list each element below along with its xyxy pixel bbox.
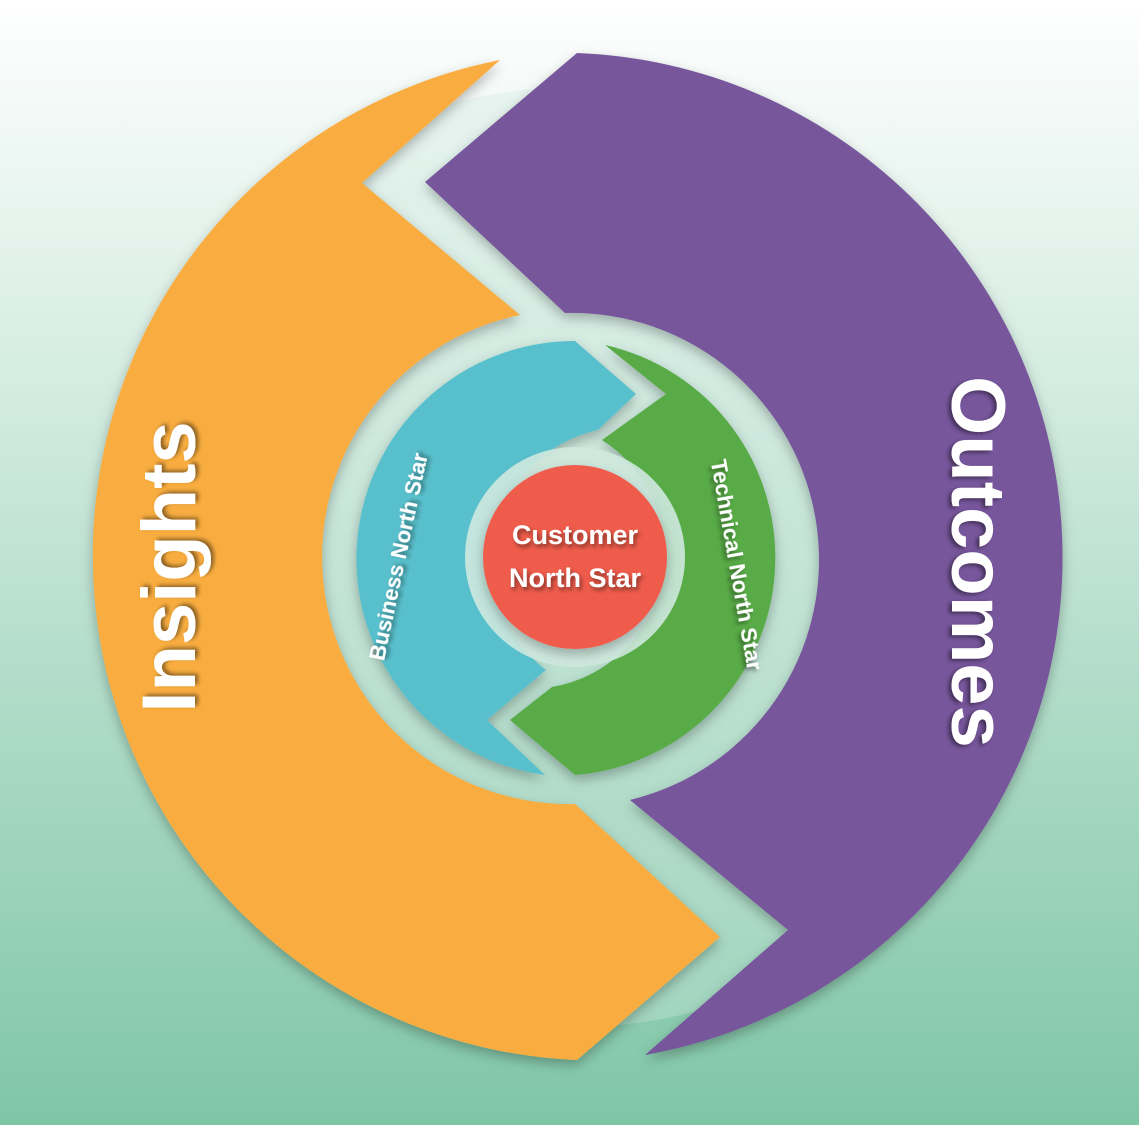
business-north-star-segment bbox=[356, 340, 636, 775]
customer-label-line1: Customer bbox=[512, 520, 639, 550]
insights-label: Insights bbox=[127, 421, 212, 712]
insights-segment bbox=[92, 60, 720, 1060]
customer-north-star-circle bbox=[483, 465, 667, 649]
technical-north-star-segment bbox=[510, 345, 776, 775]
outcomes-segment bbox=[425, 53, 1063, 1055]
outcomes-label: Outcomes bbox=[935, 376, 1020, 748]
customer-label-line2: North Star bbox=[509, 563, 642, 593]
